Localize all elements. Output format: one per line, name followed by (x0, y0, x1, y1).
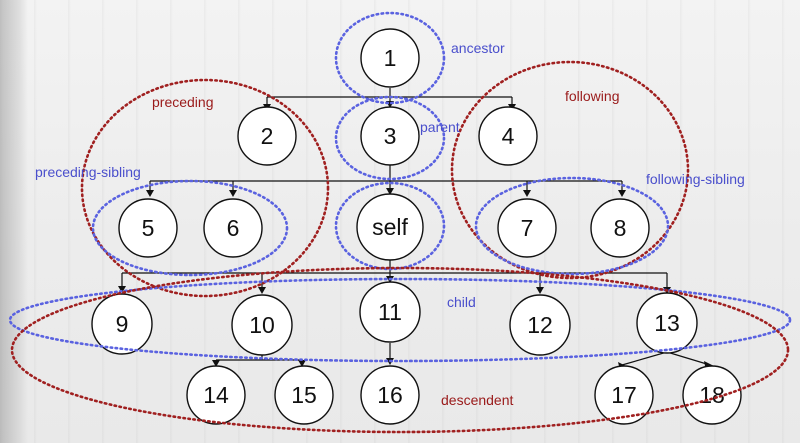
node-7: 7 (497, 198, 557, 258)
descendent-region (10, 266, 790, 434)
node-8-label: 8 (614, 215, 627, 241)
node-15-label: 15 (291, 382, 317, 408)
descendent-label: descendent (441, 392, 514, 408)
node-3-label: 3 (384, 123, 397, 149)
node-1: 1 (360, 28, 420, 88)
preceding-region (80, 78, 330, 298)
arrow-14 (212, 360, 220, 367)
node-9-label: 9 (116, 311, 129, 337)
node-14-label: 14 (203, 382, 229, 408)
arrow-10 (258, 287, 266, 294)
preceding-label: preceding (152, 94, 214, 110)
node-17-label: 17 (611, 382, 637, 408)
node-6-label: 6 (227, 215, 240, 241)
node-self-label: self (372, 214, 408, 240)
following-sibling-region (474, 176, 670, 276)
node-11: 11 (359, 281, 421, 343)
arrow-9 (118, 286, 126, 293)
node-3: 3 (360, 106, 420, 166)
child-label: child (447, 294, 476, 310)
node-2: 2 (237, 106, 297, 166)
node-13-label: 13 (654, 310, 680, 336)
node-16: 16 (360, 365, 420, 425)
arrow-6 (229, 190, 237, 197)
child-region (8, 277, 792, 363)
arrow-15 (298, 360, 306, 367)
node-18: 18 (682, 365, 742, 425)
ancestor-region (334, 11, 446, 105)
node-2-label: 2 (261, 123, 274, 149)
ancestor-label: ancestor (451, 40, 505, 56)
node-10-label: 10 (249, 312, 275, 338)
following-sibling-label: following-sibling (646, 171, 745, 187)
following-label: following (565, 88, 619, 104)
arrow-8 (618, 190, 626, 197)
node-12-label: 12 (527, 312, 553, 338)
node-7-label: 7 (521, 215, 534, 241)
node-1-label: 1 (384, 45, 397, 71)
axis-labels: ancestor parent preceding following prec… (35, 40, 745, 408)
node-self: self (356, 193, 424, 261)
node-6: 6 (203, 198, 263, 258)
node-16-label: 16 (377, 382, 403, 408)
node-14: 14 (186, 365, 246, 425)
node-5: 5 (118, 198, 178, 258)
arrow-5 (146, 190, 154, 197)
preceding-sibling-region (91, 179, 289, 277)
edge-13-17 (621, 351, 668, 366)
node-8: 8 (590, 198, 650, 258)
node-4-label: 4 (502, 123, 515, 149)
node-9: 9 (91, 293, 153, 355)
self-region (334, 181, 446, 271)
node-13: 13 (636, 292, 698, 354)
node-11-label: 11 (378, 299, 402, 325)
arrow-self (386, 188, 394, 195)
parent-label: parent (420, 119, 460, 135)
preceding-sibling-label: preceding-sibling (35, 164, 141, 180)
node-5-label: 5 (142, 215, 155, 241)
arrow-7 (523, 190, 531, 197)
parent-region (334, 95, 446, 181)
axis-regions (8, 11, 792, 434)
arrow-12 (536, 287, 544, 294)
node-17: 17 (594, 365, 654, 425)
node-12: 12 (509, 294, 571, 356)
node-15: 15 (274, 365, 334, 425)
node-10: 10 (231, 294, 293, 356)
following-region (450, 60, 690, 280)
edge-13-18 (666, 351, 711, 366)
node-4: 4 (478, 106, 538, 166)
